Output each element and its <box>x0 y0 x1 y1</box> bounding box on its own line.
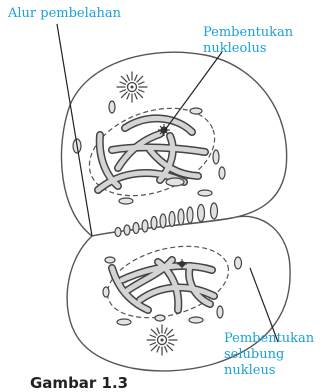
figure-caption: Gambar 1.3 <box>30 374 128 392</box>
nuclear-envelope-label-line1: Pembentukan <box>224 330 314 347</box>
nucleolus-formation-label-line1: Pembentukan <box>203 24 293 41</box>
nucleolus-formation-label-line2: nukleolus <box>203 40 267 57</box>
upper-aster-icon <box>117 72 147 102</box>
nuclear-envelope-label-line3: nukleus <box>224 362 276 379</box>
cleavage-furrow-label: Alur pembelahan <box>8 5 121 22</box>
lower-aster-icon <box>147 325 177 355</box>
nuclear-envelope-label-line2: selubung <box>224 346 284 363</box>
